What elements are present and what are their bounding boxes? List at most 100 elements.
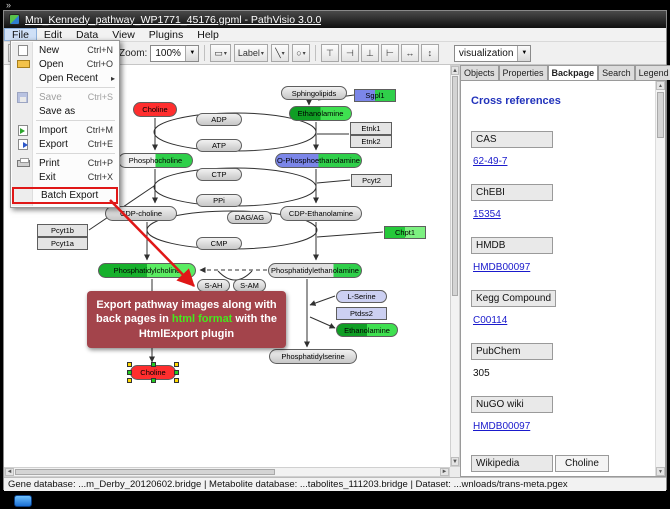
crossref-link[interactable]: 15354 <box>473 209 501 220</box>
scroll-down-icon[interactable]: ▼ <box>656 467 665 476</box>
node-pcyt1a[interactable]: Pcyt1a <box>37 237 88 250</box>
selection-handle[interactable] <box>127 378 132 383</box>
pathway-edge[interactable] <box>309 316 336 329</box>
file-menu-item-batch-export[interactable]: Batch Export <box>12 187 118 204</box>
pathway-edge[interactable] <box>316 231 384 238</box>
scrollbar-thumb[interactable] <box>452 76 458 296</box>
crossref-link[interactable]: HMDB00097 <box>473 262 531 273</box>
align-top-button[interactable]: ⊤ <box>320 44 339 62</box>
node-etnk2[interactable]: Etnk2 <box>350 135 392 148</box>
taskbar-icon[interactable] <box>14 495 32 507</box>
node-choline[interactable]: Choline <box>133 102 177 117</box>
tab-properties[interactable]: Properties <box>498 65 548 80</box>
node-adp[interactable]: ADP <box>196 113 242 126</box>
node-ppi[interactable]: PPi <box>196 194 242 207</box>
align-left-button[interactable]: ⊣ <box>340 44 359 62</box>
scrollbar-thumb[interactable] <box>15 469 275 475</box>
common-width-icon: ↔ <box>405 48 415 58</box>
tab-search[interactable]: Search <box>598 65 635 80</box>
title-bar[interactable]: Mm_Kennedy_pathway_WP1771_45176.gpml - P… <box>4 11 666 28</box>
node-ethanolamine[interactable]: Ethanolamine <box>336 323 398 337</box>
node-sphingolipids[interactable]: Sphingolipids <box>281 86 347 100</box>
pathway-edge[interactable] <box>316 179 351 184</box>
node-phosphatidylcholine[interactable]: Phosphatidylcholine <box>98 263 196 278</box>
node-phosphatidylethanolamine[interactable]: Phosphatidylethanolamine <box>268 263 362 278</box>
node-cmp[interactable]: CMP <box>196 237 242 250</box>
scroll-right-icon[interactable]: ► <box>440 468 449 476</box>
chevron-down-icon[interactable]: ▼ <box>185 45 199 61</box>
selection-handle[interactable] <box>127 362 132 367</box>
scrollbar-thumb[interactable] <box>657 92 664 138</box>
node-phosphatidylserine[interactable]: Phosphatidylserine <box>269 349 357 364</box>
selection-handle[interactable] <box>127 370 132 375</box>
datanode-tool-icon: ▭ <box>214 47 223 58</box>
node-atp[interactable]: ATP <box>196 139 242 152</box>
menu-view[interactable]: View <box>112 28 135 41</box>
node-sgpl1[interactable]: Sgpl1 <box>354 89 396 102</box>
chevron-down-icon[interactable]: ▼ <box>517 45 531 61</box>
backpage-title: Cross references <box>471 95 561 107</box>
node-phosphocholine[interactable]: Phosphocholine <box>118 153 193 168</box>
tab-objects[interactable]: Objects <box>460 65 499 80</box>
chevron-down-icon[interactable]: ▾ <box>260 50 264 57</box>
node-ctp[interactable]: CTP <box>196 168 242 181</box>
node-pcyt1b[interactable]: Pcyt1b <box>37 224 88 237</box>
zoom-combobox[interactable]: 100% ▼ <box>150 44 200 62</box>
chevron-down-icon[interactable]: ▾ <box>223 50 227 57</box>
common-width-button[interactable]: ↔ <box>400 44 419 62</box>
panel-vertical-scrollbar[interactable]: ▲ ▼ <box>655 81 665 476</box>
selection-handle[interactable] <box>150 362 156 367</box>
node-ptdss2[interactable]: Ptdss2 <box>336 307 387 320</box>
selection-handle[interactable] <box>174 362 179 367</box>
menu-help[interactable]: Help <box>197 28 219 41</box>
shape-tool-button[interactable]: ○▾ <box>291 44 310 62</box>
canvas-vertical-scrollbar[interactable]: ▲ ▼ <box>450 65 460 467</box>
tab-legend[interactable]: Legend <box>634 65 670 80</box>
node-s-ah[interactable]: S-AH <box>197 279 230 292</box>
scroll-up-icon[interactable]: ▲ <box>656 81 665 90</box>
crossref-link[interactable]: HMDB00097 <box>473 421 531 432</box>
pathway-edge[interactable] <box>309 295 336 306</box>
node-cdp-choline[interactable]: CDP-choline <box>105 206 177 221</box>
menu-edit[interactable]: Edit <box>43 28 63 41</box>
scroll-up-icon[interactable]: ▲ <box>451 66 459 75</box>
crossref-link[interactable]: 62-49-7 <box>473 156 508 167</box>
tab-backpage[interactable]: Backpage <box>547 65 599 80</box>
file-menu-item-open-recent[interactable]: Open Recent▸ <box>12 71 118 85</box>
node-pcyt2[interactable]: Pcyt2 <box>351 174 392 187</box>
scroll-left-icon[interactable]: ◄ <box>5 468 14 476</box>
node-chpt1[interactable]: Chpt1 <box>384 226 426 239</box>
node-ethanolamine[interactable]: Ethanolamine <box>289 106 352 121</box>
node-dag-ag[interactable]: DAG/AG <box>227 211 272 224</box>
align-right-button[interactable]: ⊢ <box>380 44 399 62</box>
canvas-horizontal-scrollbar[interactable]: ◄ ► <box>4 467 450 477</box>
menu-data[interactable]: Data <box>76 28 99 41</box>
chevron-down-icon[interactable]: ▾ <box>302 50 306 57</box>
scroll-down-icon[interactable]: ▼ <box>451 457 459 466</box>
datanode-tool-button[interactable]: ▭▾ <box>210 44 231 62</box>
align-bottom-button[interactable]: ⊥ <box>360 44 379 62</box>
section-header: Wikipedia <box>471 455 553 472</box>
selection-handle[interactable] <box>150 378 156 383</box>
menu-plugins[interactable]: Plugins <box>148 28 184 41</box>
common-height-button[interactable]: ↕ <box>420 44 439 62</box>
node-cdp-ethanolamine[interactable]: CDP-Ethanolamine <box>280 206 362 221</box>
file-menu-item-save-as[interactable]: Save as <box>12 104 118 118</box>
selection-handle[interactable] <box>174 378 179 383</box>
node-l-serine[interactable]: L-Serine <box>336 290 387 303</box>
visualization-combobox[interactable]: visualization ▼ <box>453 44 532 62</box>
node-etnk1[interactable]: Etnk1 <box>350 122 392 135</box>
node-o-phosphoethanolamine[interactable]: O-Phosphoethanolamine <box>275 153 362 168</box>
crossref-link[interactable]: C00114 <box>473 315 508 326</box>
selection-handle[interactable] <box>174 370 179 375</box>
line-tool-button[interactable]: ╲▾ <box>270 44 289 62</box>
label-tool-button[interactable]: Label▾ <box>233 44 268 62</box>
chevron-down-icon[interactable]: ▾ <box>281 50 285 57</box>
